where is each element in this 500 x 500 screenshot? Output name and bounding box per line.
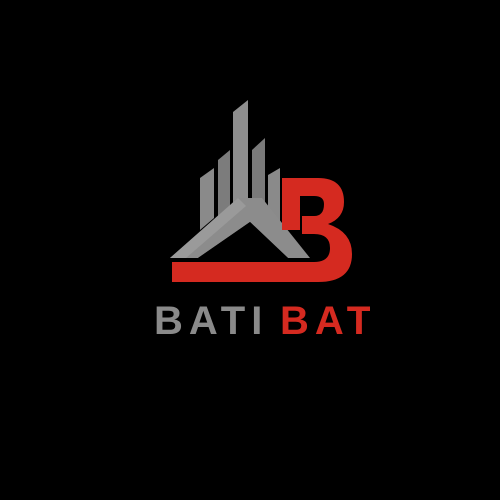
tower-left — [200, 168, 214, 230]
red-b-letter — [172, 178, 352, 282]
roof-left-face — [170, 198, 246, 258]
roof-inner — [198, 222, 288, 258]
wordmark-bat: BAT — [280, 299, 370, 343]
roof-triangle — [170, 198, 310, 258]
tower-center-left — [218, 150, 230, 220]
tower-center — [233, 100, 248, 222]
wordmark: BATI BAT — [154, 299, 370, 343]
wordmark-bati: BATI — [154, 299, 268, 343]
